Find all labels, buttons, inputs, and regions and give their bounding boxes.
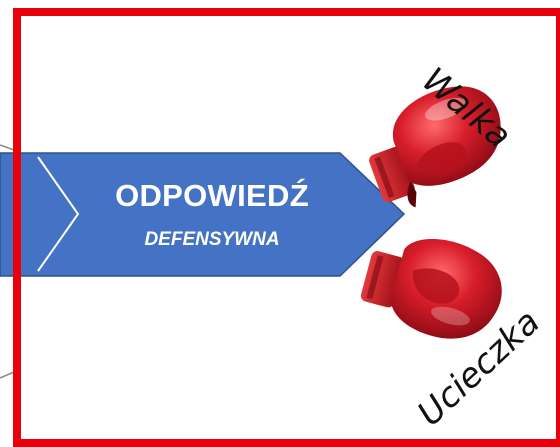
- previous-shape-fragment: [0, 144, 15, 379]
- boxing-glove-icon: [369, 86, 501, 208]
- response-title: ODPOWIEDŹ: [115, 178, 309, 213]
- defensive-response-arrow: [0, 152, 406, 277]
- boxing-glove-icon: [360, 239, 502, 339]
- response-subtitle: DEFENSYWNA: [144, 229, 280, 250]
